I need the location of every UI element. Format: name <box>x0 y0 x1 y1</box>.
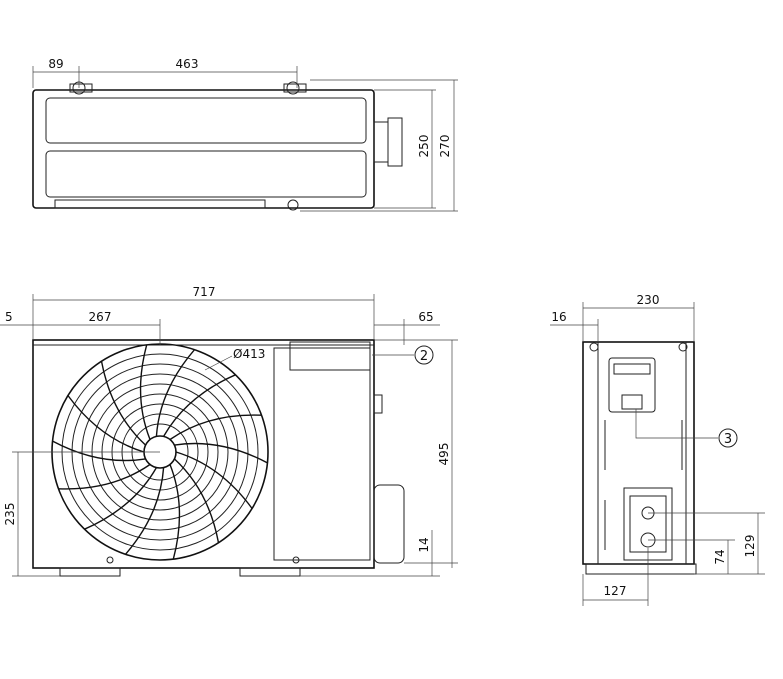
dim-label-16: 16 <box>551 310 566 324</box>
side-view-handle <box>608 357 656 413</box>
front-view-body <box>32 339 375 569</box>
fan-spoke <box>84 467 158 530</box>
front-view-screw-left <box>106 556 114 564</box>
side-view-valve-plate <box>629 495 667 553</box>
front-view-screw-right <box>292 556 300 564</box>
top-view-hook-right <box>286 81 300 95</box>
callout-3-leader <box>635 409 718 439</box>
dim-label-127: 127 <box>604 584 627 598</box>
top-view-foot-hook <box>287 199 299 211</box>
fan-spoke <box>67 395 145 453</box>
fan-spoke <box>173 458 220 543</box>
fan-spoke <box>169 464 181 560</box>
dim-label-230: 230 <box>637 293 660 307</box>
front-view-label-plate <box>289 341 371 371</box>
dim-label-89: 89 <box>48 57 63 71</box>
dim-label-250: 250 <box>417 135 431 158</box>
fan-diameter-leader <box>204 355 233 371</box>
front-view: Ø413 717 5 267 65 2 495 14 235 <box>0 285 458 577</box>
dim-label-235: 235 <box>3 503 17 526</box>
fan-spoke <box>52 440 146 462</box>
top-view-hook-left-plate <box>69 83 93 93</box>
callout-2-circle <box>414 345 434 365</box>
top-view-valve-cap <box>387 117 403 167</box>
side-view-handle-grip <box>621 394 643 410</box>
top-view-body <box>32 89 375 209</box>
fan-spoke <box>155 349 196 437</box>
side-view-hook-top-left <box>589 342 599 352</box>
front-view-foot-left <box>59 567 121 577</box>
top-view-panel-upper <box>45 97 367 144</box>
top-view-panel-lower <box>45 150 367 198</box>
top-view-hook-right-plate <box>283 83 307 93</box>
dim-label-65: 65 <box>418 310 433 324</box>
dim-label-fan-diameter: Ø413 <box>233 347 265 361</box>
dim-label-5: 5 <box>5 310 13 324</box>
fan-spoke <box>174 442 268 464</box>
fan-spokes <box>52 344 268 560</box>
side-view-hook-top-right <box>678 342 688 352</box>
dim-label-129: 129 <box>743 535 757 558</box>
fan-spoke <box>100 361 147 446</box>
dim-label-717: 717 <box>193 285 216 299</box>
front-view-foot-right <box>239 567 301 577</box>
dim-label-267: 267 <box>89 310 112 324</box>
fan-spoke <box>162 374 236 437</box>
side-view: 230 16 3 129 74 127 <box>550 293 765 606</box>
dim-label-495: 495 <box>437 443 451 466</box>
side-view-handle-slot <box>613 363 651 375</box>
side-view-body <box>582 341 695 565</box>
dim-label-270: 270 <box>438 135 452 158</box>
dim-label-74: 74 <box>713 549 727 564</box>
top-view: 89 463 250 270 <box>32 57 458 212</box>
side-view-base <box>585 563 697 575</box>
callout-3-label: 3 <box>724 432 732 447</box>
fan-spoke <box>169 414 262 441</box>
dim-label-463: 463 <box>176 57 199 71</box>
fan-spoke <box>139 344 151 440</box>
front-view-handle <box>373 394 383 414</box>
front-view-valve-cover <box>373 484 405 564</box>
callout-2-label: 2 <box>420 349 428 364</box>
fan-spoke <box>124 467 165 555</box>
top-view-foot-rail <box>54 199 266 209</box>
fan-spoke <box>58 463 151 490</box>
callout-3-circle <box>718 428 738 448</box>
dim-label-14: 14 <box>417 537 431 552</box>
fan-spoke <box>175 451 253 509</box>
front-view-service-panel <box>273 347 371 561</box>
top-view-valve-block <box>373 121 389 163</box>
